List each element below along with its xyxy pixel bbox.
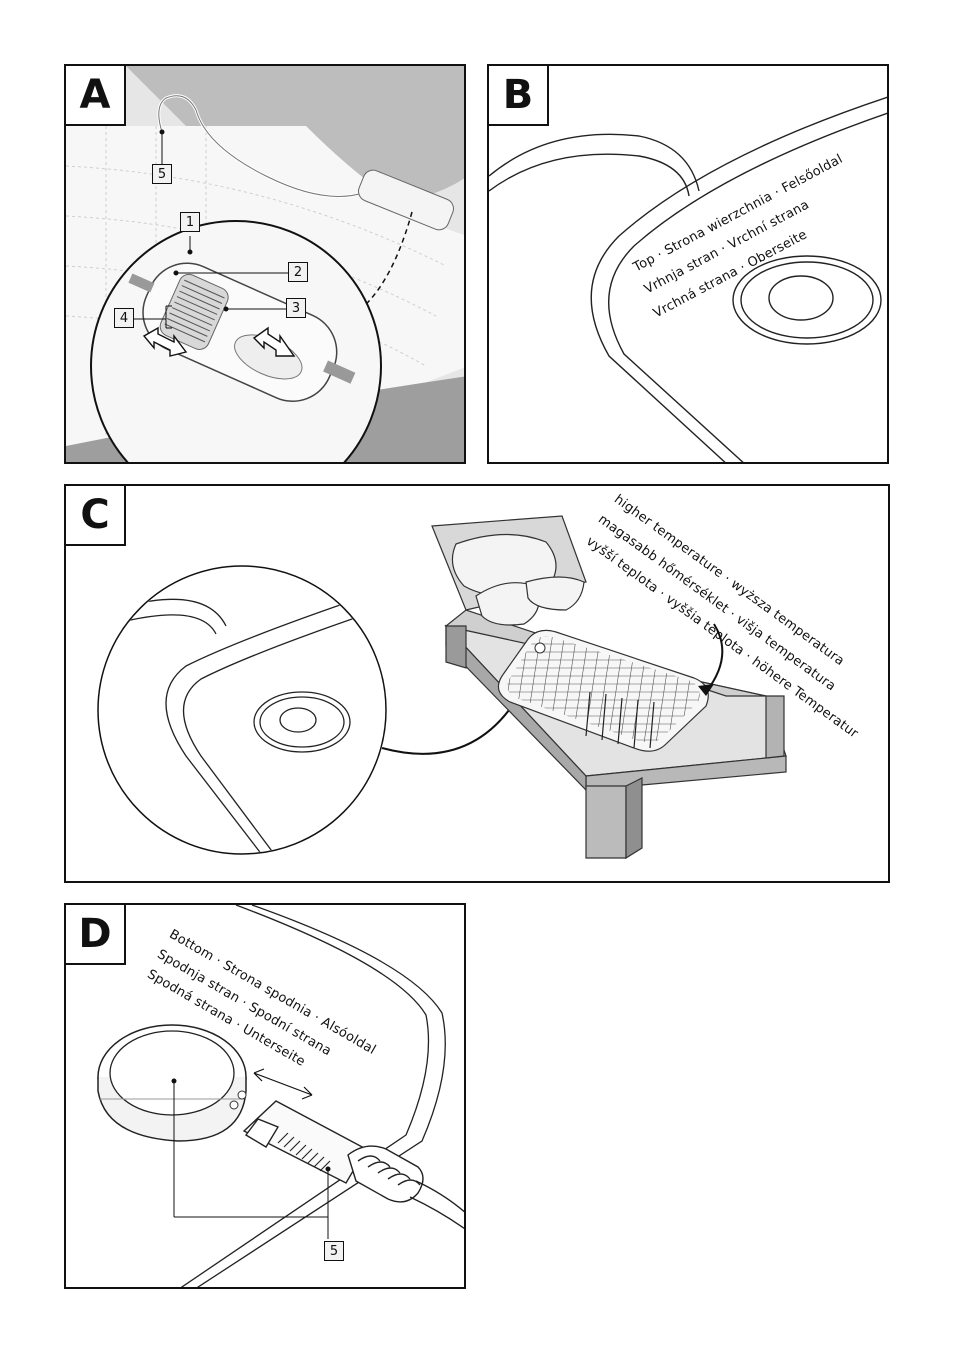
- panel-a: 5 1 2 3 4: [64, 64, 466, 464]
- panel-letter-b: B: [487, 64, 549, 126]
- panel-letter-d: D: [64, 903, 126, 965]
- callout-4: 4: [114, 308, 134, 328]
- callout-5: 5: [152, 164, 172, 184]
- connector-illustration: [97, 905, 464, 1287]
- callout-5: 5: [324, 1241, 344, 1261]
- panel-d: 5 Bottom · Strona spodnia · Alsóoldal Sp…: [64, 903, 466, 1289]
- panel-letter-c: C: [64, 484, 126, 546]
- callout-3: 3: [286, 298, 306, 318]
- panel-b: Top · Strona wierzchnia · Felsőoldal Vrh…: [487, 64, 889, 464]
- bed-illustration: [97, 515, 787, 860]
- pad-top-illustration: [489, 96, 887, 462]
- panel-letter-a: A: [64, 64, 126, 126]
- panel-c: higher temperature · wyższa temperatura …: [64, 484, 890, 883]
- callout-2: 2: [288, 262, 308, 282]
- callout-1: 1: [180, 212, 200, 232]
- controller-illustration: [66, 66, 464, 462]
